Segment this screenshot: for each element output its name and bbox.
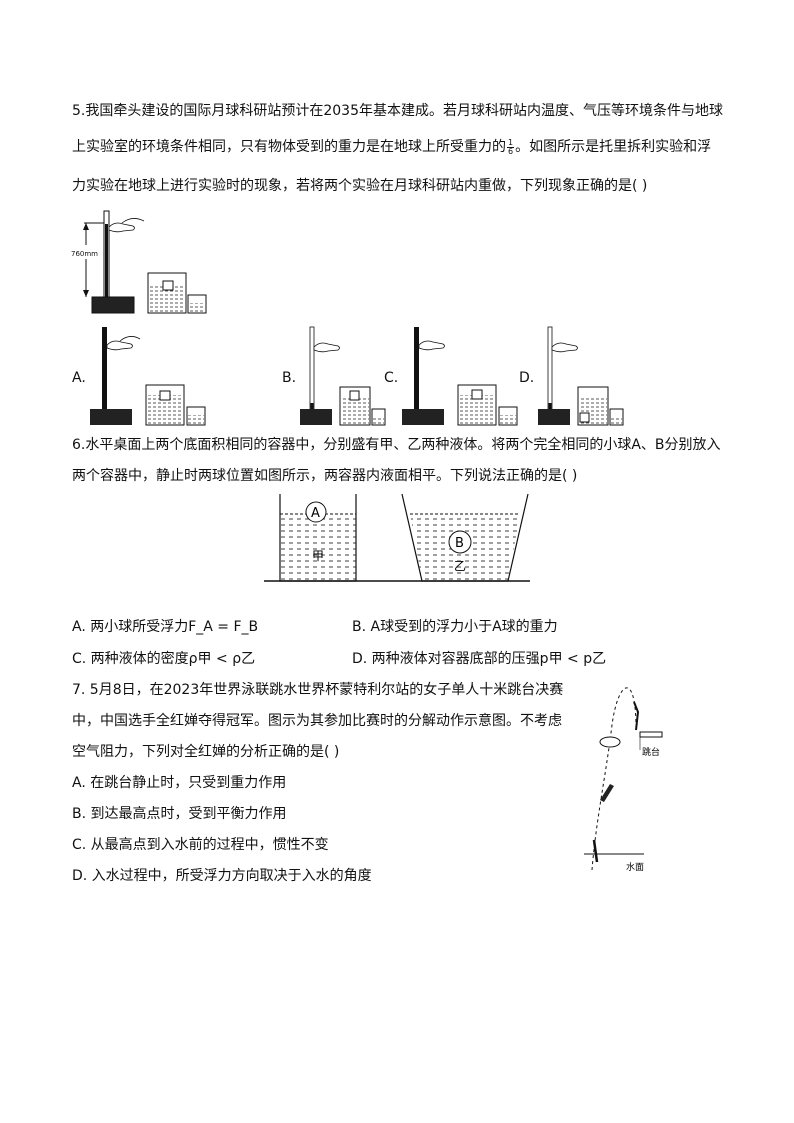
mercury-dish (90, 409, 132, 425)
diver-entry (592, 839, 599, 863)
q7-line1: 7. 5月8日，在2023年世界泳联跳水世界杯蒙特利尔站的女子单人十米跳台决赛 (72, 682, 564, 698)
container-yi (401, 493, 529, 582)
q6-container-figure: A 甲 B 乙 (264, 493, 530, 582)
fraction-denominator: 6 (508, 146, 514, 156)
ball-b-label: B (455, 536, 464, 551)
full-mercury-tube (102, 327, 107, 415)
liquid-jia-label: 甲 (312, 549, 324, 563)
mercury-dish (91, 296, 135, 314)
q6-line2: 两个容器中，静止时两球位置如图所示，两容器内液面相平。下列说法正确的是( ) (72, 468, 578, 484)
water-label: 水面 (626, 861, 644, 873)
large-beaker-water (459, 395, 495, 424)
mercury-dish (402, 409, 444, 425)
mercury-dish (538, 409, 570, 425)
arrow-down-icon (83, 290, 89, 297)
q5-reference-figure: 760mm (70, 210, 207, 314)
arm-line (119, 336, 141, 342)
diver-standing (633, 701, 640, 731)
q5-line3: 力实验在地球上进行实验时的现象，若将两个实验在月球科研站内重做，下列现象正确的是… (72, 178, 648, 194)
floating-block (159, 390, 171, 401)
q7-line2: 中，中国选手全红婵夺得冠军。图示为其参加比赛时的分解动作示意图。不考虑 (72, 713, 562, 729)
sunk-block (579, 412, 590, 423)
floating-block (162, 280, 174, 291)
small-beaker-water (500, 415, 516, 424)
q6-line1: 6.水平桌面上两个底面积相同的容器中，分别盛有甲、乙两种液体。将两个完全相同的小… (72, 437, 721, 453)
q5-option-a-figure (90, 327, 206, 426)
q5-line2-post: 。如图所示是托里拆利实验和浮 (515, 139, 712, 155)
mercury-dish (300, 409, 332, 425)
q7-option-a[interactable]: A. 在跳台静止时，只受到重力作用 (72, 775, 287, 791)
ball-b (448, 530, 472, 554)
q7-line3: 空气阻力，下列对全红婵的分析正确的是( ) (72, 744, 340, 760)
q6-option-d[interactable]: D. 两种液体对容器底部的压强p甲 < p乙 (352, 651, 607, 667)
hand-icon (313, 342, 340, 353)
q5-option-c-figure (402, 327, 518, 426)
dive-trajectory (591, 687, 637, 871)
hand-icon (418, 340, 445, 351)
q5-option-b-label[interactable]: B. (282, 370, 297, 386)
hand-icon (551, 342, 578, 353)
ball-a-label: A (311, 506, 320, 521)
glass-tube (309, 326, 315, 416)
q7-option-b[interactable]: B. 到达最高点时，受到平衡力作用 (72, 806, 287, 822)
q7-diving-figure: 跳台 水面 (584, 687, 663, 873)
arm-line (121, 218, 145, 224)
q5-line1: 5.我国牵头建设的国际月球科研站预计在2035年基本建成。若月球科研站内温度、气… (72, 103, 723, 119)
liquid-yi-label: 乙 (454, 559, 466, 573)
q5-option-c-label[interactable]: C. (384, 370, 399, 386)
container-jia (279, 494, 357, 582)
q5-option-b-figure (300, 326, 386, 426)
diver-tuck (599, 736, 621, 748)
mercury-column (105, 224, 108, 302)
q5-line2-pre: 上实验室的环境条件相同，只有物体受到的重力是在地球上所受重力的 (72, 139, 506, 155)
large-beaker-water (341, 397, 369, 424)
measure-label: 760mm (71, 250, 98, 258)
small-beaker-water (611, 417, 622, 424)
hand-icon (106, 340, 133, 351)
hand-icon (108, 222, 135, 233)
liquid-jia (280, 514, 356, 580)
small-beaker-water (189, 303, 205, 312)
measure-label-bg (70, 245, 98, 259)
q6-option-b[interactable]: B. A球受到的浮力小于A球的重力 (352, 619, 558, 635)
platform-label: 跳台 (642, 746, 660, 758)
q6-option-c[interactable]: C. 两种液体的密度ρ甲 < ρ乙 (72, 651, 256, 667)
q7-option-d[interactable]: D. 入水过程中，所受浮力方向取决于入水的角度 (72, 868, 372, 884)
platform (639, 731, 663, 738)
floating-block (349, 390, 360, 401)
arrow-up-icon (83, 223, 89, 230)
q6-option-a[interactable]: A. 两小球所受浮力F_A = F_B (72, 619, 259, 635)
q5-option-d-figure (538, 326, 624, 426)
fraction-numerator: 1 (507, 137, 515, 148)
q5-option-d-label[interactable]: D. (519, 370, 535, 386)
full-mercury-tube (414, 327, 419, 415)
ball-a (305, 501, 327, 523)
floating-block (471, 389, 483, 400)
small-beaker-water (373, 417, 384, 424)
q7-option-c[interactable]: C. 从最高点到入水前的过程中，惯性不变 (72, 837, 329, 853)
diver-falling (600, 784, 614, 802)
glass-tube (547, 326, 553, 416)
small-beaker-water (188, 415, 204, 424)
q5-option-a-label[interactable]: A. (72, 370, 86, 386)
